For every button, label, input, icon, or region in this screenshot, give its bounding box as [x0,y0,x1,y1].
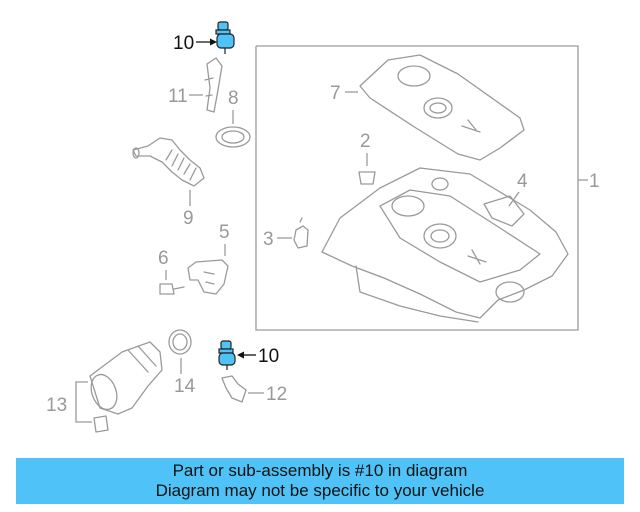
callout-8: 8 [228,88,239,109]
part-10-bolt-top-highlighted[interactable] [215,21,235,54]
callout-13: 13 [46,395,67,416]
leader-4 [508,191,520,207]
callout-5: 5 [219,222,230,243]
part-11-bracket[interactable] [204,57,223,113]
part-13-intake-duct[interactable] [87,341,163,433]
callout-2: 2 [360,131,371,152]
part-3-screw[interactable] [293,217,309,249]
callout-9: 9 [183,208,194,229]
banner-line-1: Part or sub-assembly is #10 in diagram [172,461,468,480]
callout-11: 11 [168,86,188,107]
assembly-frame [255,45,579,331]
callout-12: 12 [266,384,287,405]
callout-4: 4 [517,171,528,192]
callout-6: 6 [158,248,169,269]
callout-10-bottom: 10 [258,346,279,367]
callout-14: 14 [174,376,196,397]
part-1-engine-cover[interactable] [321,167,569,323]
part-7-upper-cover[interactable] [359,54,525,161]
callout-1: 1 [589,171,600,192]
arrowhead-10-top [210,38,217,46]
part-2-grommet[interactable] [358,171,376,185]
callout-7: 7 [330,83,341,104]
part-6-screw[interactable] [159,283,185,295]
info-banner: Part or sub-assembly is #10 in diagram D… [16,458,624,504]
callout-10-top: 10 [173,33,194,54]
part-10-bolt-bottom-highlighted[interactable] [218,340,236,370]
callout-3: 3 [263,229,274,250]
part-8-seal-ring[interactable] [215,126,251,148]
leader-13 [75,381,92,423]
banner-line-2: Diagram may not be specific to your vehi… [155,481,485,500]
part-12-bracket[interactable] [221,375,247,403]
arrowhead-10-bottom [237,351,244,359]
part-9-hose[interactable] [132,137,205,187]
part-5-sensor[interactable] [187,259,229,295]
part-14-clamp[interactable] [168,329,192,355]
parts-diagram: 10 11 8 9 5 6 3 1 7 [46,21,600,433]
